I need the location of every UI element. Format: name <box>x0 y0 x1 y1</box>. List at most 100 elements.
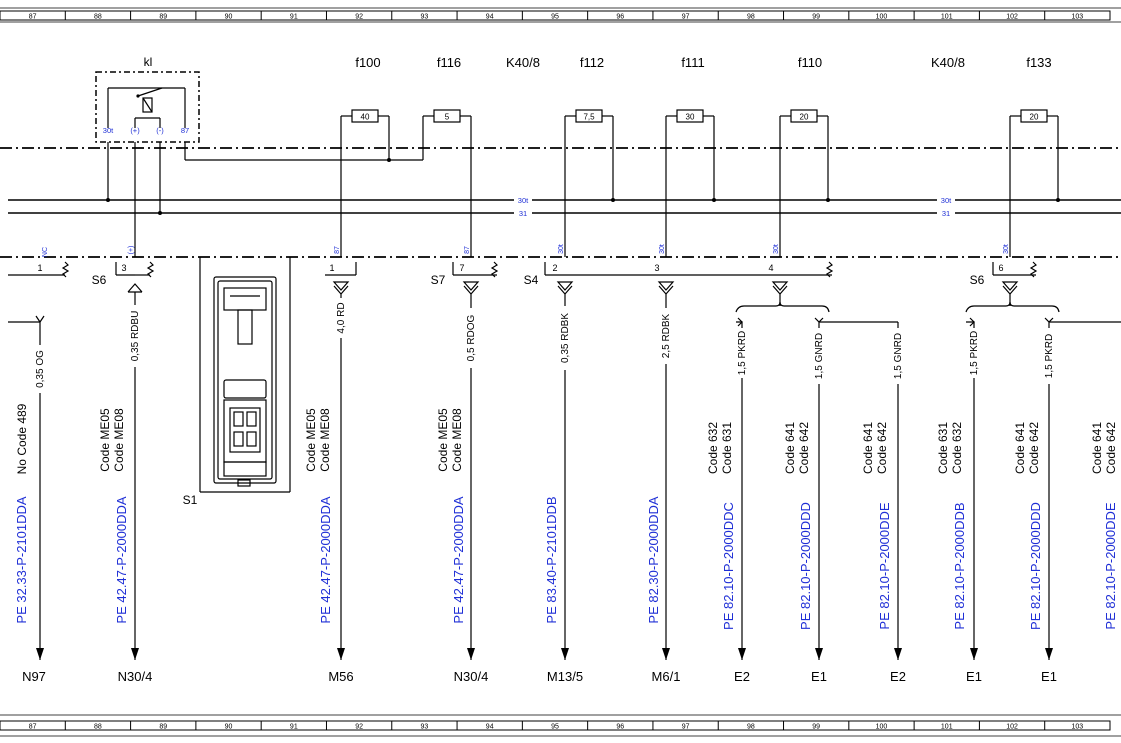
terminal-number: 7 <box>459 263 464 273</box>
code-line: Code ME05 <box>304 408 318 472</box>
bus-label: 30t <box>941 196 952 205</box>
ruler-cell-label: 93 <box>421 14 429 21</box>
ruler-cell-label: 88 <box>94 14 102 21</box>
target-label: N30/4 <box>118 669 153 684</box>
terminal-number: 1 <box>37 263 42 273</box>
target-components: N97 N30/4 M56 N30/4 M13/5 M6/1 E2 E1 E2 … <box>22 669 1057 684</box>
pe-reference-link[interactable]: PE 82.30-P-2000DDA <box>646 496 661 624</box>
pe-reference-link[interactable]: PE 32.33-P-2101DDA <box>14 496 29 624</box>
ruler-cell-label: 90 <box>225 14 233 21</box>
pin-label: NC <box>42 247 49 257</box>
relay-coil-icon <box>142 97 153 113</box>
code-line: Code ME05 <box>98 408 112 472</box>
target-label: M13/5 <box>547 669 583 684</box>
fuse-label: f111 <box>681 55 704 70</box>
pe-reference-link[interactable]: PE 42.47-P-2000DDA <box>318 496 333 624</box>
wire-label: 0,35 RDBK <box>560 313 571 363</box>
wire-label: 4,0 RD <box>336 302 347 333</box>
ruler-cell-label: 95 <box>551 724 559 731</box>
pe-reference-link[interactable]: PE 82.10-P-2000DDE <box>877 502 892 630</box>
ruler-cell-label: 95 <box>551 14 559 21</box>
ruler-cell-label: 100 <box>876 14 888 21</box>
code-line: Code 641 <box>1013 422 1027 474</box>
target-label: M6/1 <box>652 669 681 684</box>
ruler-cell-label: 101 <box>941 724 953 731</box>
code-line: Code 642 <box>1104 422 1118 474</box>
fuse-label: f133 <box>1026 55 1051 70</box>
ruler-cell-label: 91 <box>290 724 298 731</box>
fuse-symbol <box>575 109 603 123</box>
code-line: Code 641 <box>1090 422 1104 474</box>
code-line: Code ME08 <box>450 408 464 472</box>
ruler-cell-label: 96 <box>616 724 624 731</box>
fuse-rating: 20 <box>800 113 809 122</box>
terminal-number: 6 <box>998 263 1003 273</box>
code-line: Code 641 <box>783 422 797 474</box>
ruler-cell-label: 102 <box>1006 14 1018 21</box>
ruler-cell-label: 98 <box>747 724 755 731</box>
wire-label: 1,5 GNRD <box>893 333 904 379</box>
relay-pin-87: 87 <box>181 126 189 135</box>
ruler-cell-label: 93 <box>421 724 429 731</box>
fuse-rating: 20 <box>1030 113 1039 122</box>
target-label: E1 <box>1041 669 1057 684</box>
pe-reference-link[interactable]: PE 83.40-P-2101DDB <box>544 496 559 623</box>
bus-label: 31 <box>519 209 527 218</box>
fuse-rating: 5 <box>445 113 450 122</box>
ruler-cell-label: 89 <box>159 724 167 731</box>
fuse-label: f100 <box>355 55 380 70</box>
fuse-rating: 40 <box>361 113 370 122</box>
code-line: Code 632 <box>706 422 720 474</box>
code-line: No Code 489 <box>15 403 29 474</box>
bus-label: 31 <box>942 209 950 218</box>
code-line: Code 642 <box>1027 422 1041 474</box>
pe-reference-link[interactable]: PE 82.10-P-2000DDD <box>798 502 813 630</box>
target-label: E2 <box>734 669 750 684</box>
fuse-label: f110 <box>798 55 822 70</box>
socket-label: S1 <box>183 493 198 507</box>
ruler-cell-label: 92 <box>355 14 363 21</box>
ruler-cell-label: 102 <box>1006 724 1018 731</box>
ruler-cell-label: 96 <box>616 14 624 21</box>
pe-reference-link[interactable]: PE 82.10-P-2000DDD <box>1028 502 1043 630</box>
relay-pin-plus: (+) <box>130 126 140 135</box>
socket-label: S4 <box>524 273 539 287</box>
pe-reference-link[interactable]: PE 82.10-P-2000DDE <box>1103 502 1118 630</box>
wire-label: 1,5 PKRD <box>737 331 748 375</box>
fuse-symbol <box>351 109 379 123</box>
pin-label: 30t <box>773 244 780 254</box>
reference-links[interactable]: PE 32.33-P-2101DDA PE 42.47-P-2000DDA PE… <box>14 496 1118 630</box>
wire-label: 0,35 OG <box>35 350 46 388</box>
target-label: E2 <box>890 669 906 684</box>
wire-label: 2,5 RDBK <box>661 313 672 358</box>
pe-reference-link[interactable]: PE 82.10-P-2000DDB <box>952 502 967 629</box>
wire-label: 0,5 RDOG <box>466 314 477 361</box>
fuses: 40 5 7,5 30 20 20 <box>340 109 1059 148</box>
pe-reference-link[interactable]: PE 42.47-P-2000DDA <box>451 496 466 624</box>
relay-kl: kl 30t (+) (-) 87 <box>95 55 200 143</box>
target-label: E1 <box>966 669 982 684</box>
socket-label: S7 <box>431 273 446 287</box>
ruler-cell-label: 103 <box>1072 14 1084 21</box>
code-line: Code ME08 <box>318 408 332 472</box>
ruler-cell-label: 90 <box>225 724 233 731</box>
pin-label: (+) <box>128 246 135 255</box>
ruler-cell-label: 97 <box>682 724 690 731</box>
ruler-cell-label: 97 <box>682 14 690 21</box>
code-line: Code ME08 <box>112 408 126 472</box>
fuse-symbol <box>1020 109 1048 123</box>
ruler-cell-label: 103 <box>1072 724 1084 731</box>
bus-label: 30t <box>518 196 529 205</box>
ruler-cell-label: 87 <box>29 14 37 21</box>
pe-reference-link[interactable]: PE 42.47-P-2000DDA <box>114 496 129 624</box>
code-line: Code 642 <box>797 422 811 474</box>
relay-dashed-box <box>95 71 200 143</box>
wire-label: 1,5 PKRD <box>1044 334 1055 378</box>
ruler-cell-label: 94 <box>486 14 494 21</box>
target-label: N30/4 <box>454 669 489 684</box>
code-line: Code 631 <box>936 422 950 474</box>
wire-label: 1,5 GNRD <box>814 333 825 379</box>
pe-reference-link[interactable]: PE 82.10-P-2000DDC <box>721 502 736 630</box>
wire-label: 1,5 PKRD <box>969 331 980 375</box>
pin-label: 30t <box>1003 244 1010 254</box>
